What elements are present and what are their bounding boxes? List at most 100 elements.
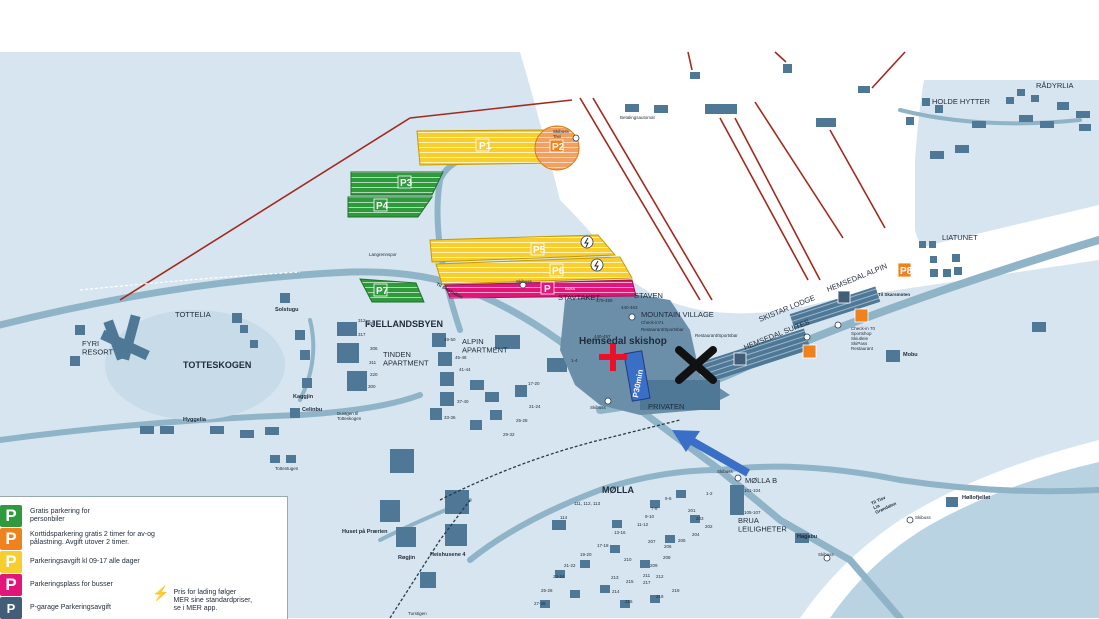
- svg-text:17-20: 17-20: [528, 381, 540, 386]
- svg-text:Buss: Buss: [565, 286, 576, 291]
- svg-text:208: 208: [663, 555, 671, 560]
- label-privaten: PRIVATEN: [648, 402, 684, 411]
- svg-text:45-48: 45-48: [455, 355, 467, 360]
- svg-text:37-40: 37-40: [457, 399, 469, 404]
- ski-slope: [520, 52, 1099, 314]
- svg-text:49-50: 49-50: [444, 337, 456, 342]
- svg-text:209: 209: [650, 563, 658, 568]
- label-fjellandsbyen: FJELLANDSBYEN: [365, 319, 443, 329]
- label-stavtaket: STAVTAKET: [558, 293, 601, 302]
- unit-numbers: 1-2 5-6 7-8 9-10 11-12 13-16 17-18 19-20…: [358, 298, 761, 606]
- svg-text:25-28: 25-28: [516, 418, 528, 423]
- pink-parking-icon: P: [0, 574, 22, 596]
- svg-text:206: 206: [664, 544, 672, 549]
- ski-lifts: [119, 51, 906, 301]
- svg-text:Tottestugen: Tottestugen: [275, 466, 299, 471]
- access-arrow-icon: [672, 430, 750, 477]
- svg-text:211: 211: [643, 573, 651, 578]
- svg-text:Til Skarsmoten: Til Skarsmoten: [878, 292, 910, 297]
- parking-areas: [347, 125, 637, 303]
- label-hyggelia: Hyggelia: [183, 417, 207, 423]
- label-hemsedal-skishop: Hemsedal skishop: [579, 336, 667, 347]
- label-hagabu: Hagabu: [797, 534, 817, 540]
- svg-text:Restaurant/Sportsbar: Restaurant/Sportsbar: [641, 327, 684, 332]
- svg-text:216: 216: [625, 599, 633, 604]
- label-radyrlia: RÅDYRLIA: [1036, 81, 1074, 90]
- svg-text:P3: P3: [400, 178, 413, 189]
- svg-text:Check-in71: Check-in71: [641, 320, 664, 325]
- svg-text:9-10: 9-10: [645, 514, 655, 519]
- svg-text:213: 213: [611, 575, 619, 580]
- svg-text:Betalingsautomat: Betalingsautomat: [620, 115, 656, 120]
- svg-text:P1: P1: [479, 141, 492, 152]
- svg-text:311: 311: [369, 360, 377, 365]
- svg-text:Skibuss: Skibuss: [590, 405, 607, 410]
- svg-text:17-18: 17-18: [597, 543, 609, 548]
- svg-text:210: 210: [624, 557, 632, 562]
- svg-text:217: 217: [643, 580, 651, 585]
- svg-text:202: 202: [705, 524, 713, 529]
- svg-text:204: 204: [692, 532, 700, 537]
- svg-text:220: 220: [370, 372, 378, 377]
- svg-text:21-22: 21-22: [564, 563, 576, 568]
- svg-text:25-26: 25-26: [541, 588, 553, 593]
- svg-text:Restaurant/Sportsbar: Restaurant/Sportsbar: [695, 333, 738, 338]
- legend-item: P P-garage Parkeringsavgift: [0, 597, 170, 619]
- svg-text:P: P: [544, 284, 551, 295]
- charging-icon: [580, 235, 594, 249]
- svg-text:P5: P5: [533, 245, 546, 256]
- p-garage-hemsedal-alpin: [789, 286, 881, 330]
- parking-signs: P1 P2 P3 P4 P5 P6 P7 P Buss P8: [373, 138, 913, 366]
- svg-text:207: 207: [648, 539, 656, 544]
- svg-text:P7: P7: [376, 286, 389, 297]
- svg-text:306: 306: [370, 346, 378, 351]
- label-kaggjin: Kaggjin: [293, 394, 314, 400]
- svg-text:Skibuss: Skibuss: [915, 515, 932, 520]
- label-celinbu: Celinbu: [302, 407, 322, 413]
- legend-text: Korttidsparkering gratis 2 timer for av-…: [30, 531, 155, 546]
- svg-text:305: 305: [367, 321, 375, 326]
- river: [830, 462, 1099, 618]
- svg-text:P6: P6: [552, 266, 565, 277]
- p30min-zone: [623, 350, 651, 402]
- svg-text:21-24: 21-24: [529, 404, 541, 409]
- charging-icon: [590, 258, 604, 272]
- label-huset-pa-praerien: Huset på Prærien: [342, 528, 388, 535]
- svg-text:29-32: 29-32: [503, 432, 515, 437]
- svg-text:Skibuss: Skibuss: [818, 552, 835, 557]
- svg-text:13-16: 13-16: [614, 530, 626, 535]
- yellow-parking-icon: P: [0, 551, 22, 573]
- svg-text:479-499: 479-499: [596, 298, 613, 303]
- map-legend: P Gratis parkering for personbiler P Kor…: [0, 496, 288, 619]
- charging-note: ⚡ Pris for lading følger MER sine standa…: [152, 586, 252, 613]
- svg-text:P4: P4: [376, 201, 389, 212]
- label-totteskogen: TOTTESKOGEN: [183, 360, 251, 370]
- svg-text:Skibuss: Skibuss: [516, 279, 533, 284]
- legend-item: P Gratis parkering for personbiler: [0, 505, 170, 527]
- orange-parking-icon: P: [0, 528, 22, 550]
- svg-text:33-36: 33-36: [444, 415, 456, 420]
- svg-text:101-104: 101-104: [744, 488, 761, 493]
- label-tottelia: TOTTELIA: [175, 310, 211, 319]
- trail: [389, 499, 471, 618]
- svg-text:1-4: 1-4: [571, 358, 578, 363]
- svg-text:1-2: 1-2: [706, 491, 713, 496]
- label-solstugu: Solstugu: [275, 307, 299, 313]
- legend-text: P-garage Parkeringsavgift: [30, 604, 111, 611]
- svg-text:Turstigen: Turstigen: [408, 611, 427, 616]
- svg-text:23-24: 23-24: [553, 574, 565, 579]
- svg-text:27-28: 27-28: [534, 601, 546, 606]
- blocked-x-icon: [675, 346, 717, 384]
- label-hollofjellet: Høllofjellet: [962, 495, 990, 501]
- label-mobu: Mobu: [903, 352, 918, 358]
- svg-text:312: 312: [358, 318, 366, 323]
- svg-text:218: 218: [656, 594, 664, 599]
- label-mountain-village: MOUNTAIN VILLAGE: [641, 310, 714, 319]
- label-molla: MØLLA: [602, 485, 634, 495]
- svg-text:214: 214: [612, 589, 620, 594]
